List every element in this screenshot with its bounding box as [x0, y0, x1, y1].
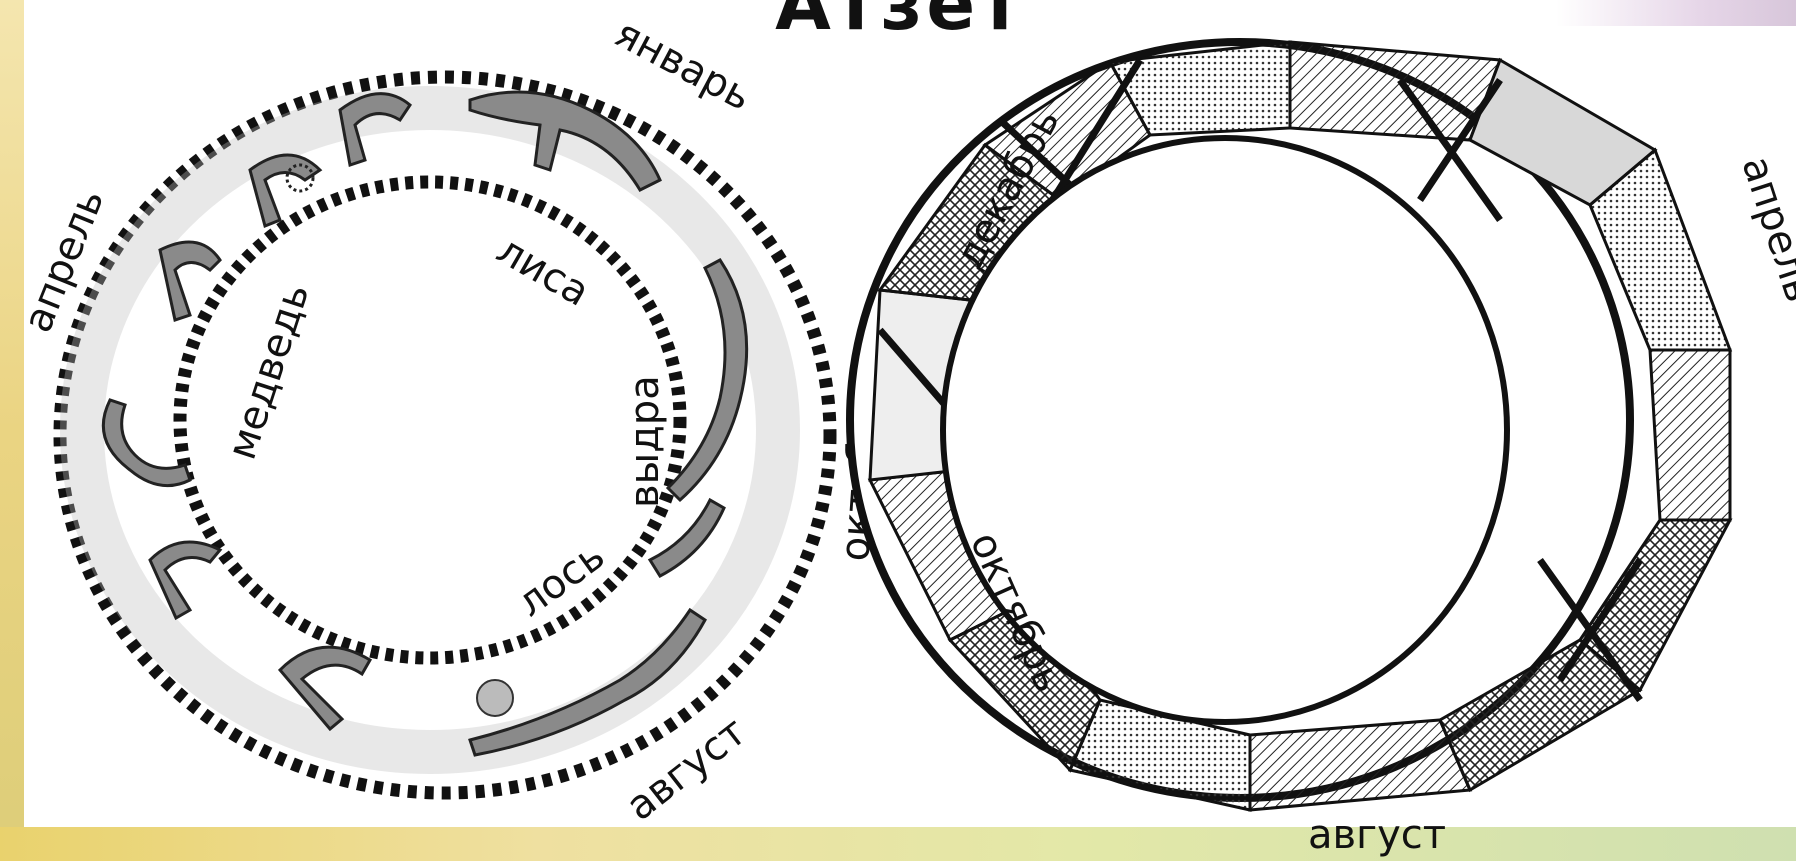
label-fox: лиса — [489, 227, 597, 316]
label-august-left: август — [618, 709, 755, 830]
left-calendar: январь апрель октябрь август лиса медвед… — [15, 10, 890, 830]
label-april-right: апрель — [1732, 151, 1796, 308]
label-bear: медведь — [219, 278, 319, 465]
label-elk: лось — [509, 533, 613, 626]
label-otter: выдра — [622, 375, 668, 508]
label-january: январь — [607, 10, 759, 120]
right-calendar: декабрь апрель октябрь август — [850, 42, 1796, 858]
small-sun-circle — [477, 680, 513, 716]
label-august-right: август — [1308, 812, 1446, 858]
